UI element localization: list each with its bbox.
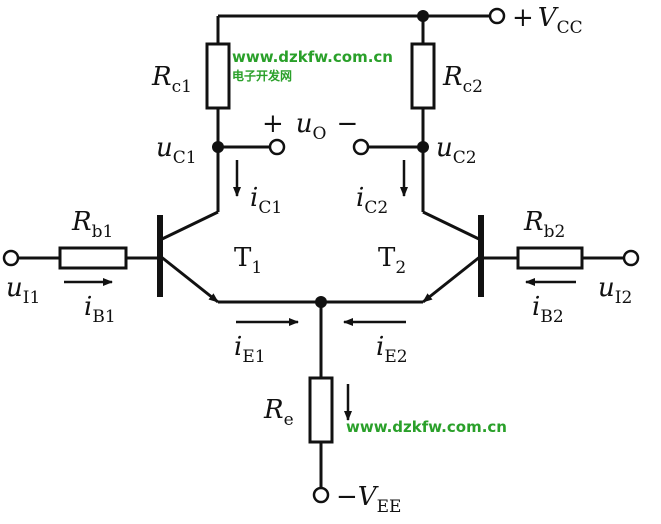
vee-label: −VEE (336, 482, 401, 517)
ui1-label: uI1 (6, 273, 40, 308)
t2-base-bar (478, 215, 484, 297)
uo-minus-terminal (352, 138, 370, 156)
rc1-resistor (205, 42, 231, 110)
vee-terminal (312, 486, 330, 504)
ic2-label: iC2 (356, 183, 388, 218)
ie1-label: iE1 (234, 332, 266, 367)
rb1-resistor (58, 246, 128, 270)
ie2-label: iE2 (376, 332, 408, 367)
re-label: Re (263, 395, 294, 430)
ic1-label: iC1 (250, 183, 282, 218)
ib2-label: iB2 (532, 292, 564, 327)
rc2-resistor (410, 42, 436, 110)
t2-emitter-lead (422, 254, 482, 304)
ui2-terminal (622, 249, 640, 267)
ui1-terminal (2, 249, 20, 267)
rb2-label: Rb2 (523, 207, 565, 242)
t2-collector-lead (422, 210, 482, 242)
watermark-top-cn: 电子开发网 (232, 68, 292, 83)
re-resistor (308, 376, 334, 444)
uc1-label: uC1 (156, 133, 197, 168)
rc1-label: Rc1 (151, 62, 192, 97)
uc2-label: uC2 (436, 133, 477, 168)
emitter-junction-dot (315, 296, 327, 308)
rc2-label: Rc2 (442, 62, 483, 97)
c1-junction-dot (212, 141, 224, 153)
t1-base-bar (157, 215, 163, 297)
t1-emitter-lead (159, 254, 219, 304)
t1-label: T1 (234, 243, 262, 278)
rb2-resistor (516, 246, 584, 270)
ui2-label: uI2 (598, 273, 632, 308)
vcc-junction-dot (417, 10, 429, 22)
rb1-label: Rb1 (71, 207, 113, 242)
c2-junction-dot (417, 141, 429, 153)
uo-label: +uO− (262, 109, 358, 144)
t2-label: T2 (378, 243, 406, 278)
watermark-bottom-url: www.dzkfw.com.cn (346, 418, 507, 436)
vcc-label: +VCC (512, 3, 583, 38)
watermark-top-url: www.dzkfw.com.cn (232, 48, 393, 66)
uo-plus-terminal (268, 138, 286, 156)
ib1-label: iB1 (84, 292, 116, 327)
vcc-terminal (488, 7, 506, 25)
t1-collector-lead (159, 210, 219, 242)
